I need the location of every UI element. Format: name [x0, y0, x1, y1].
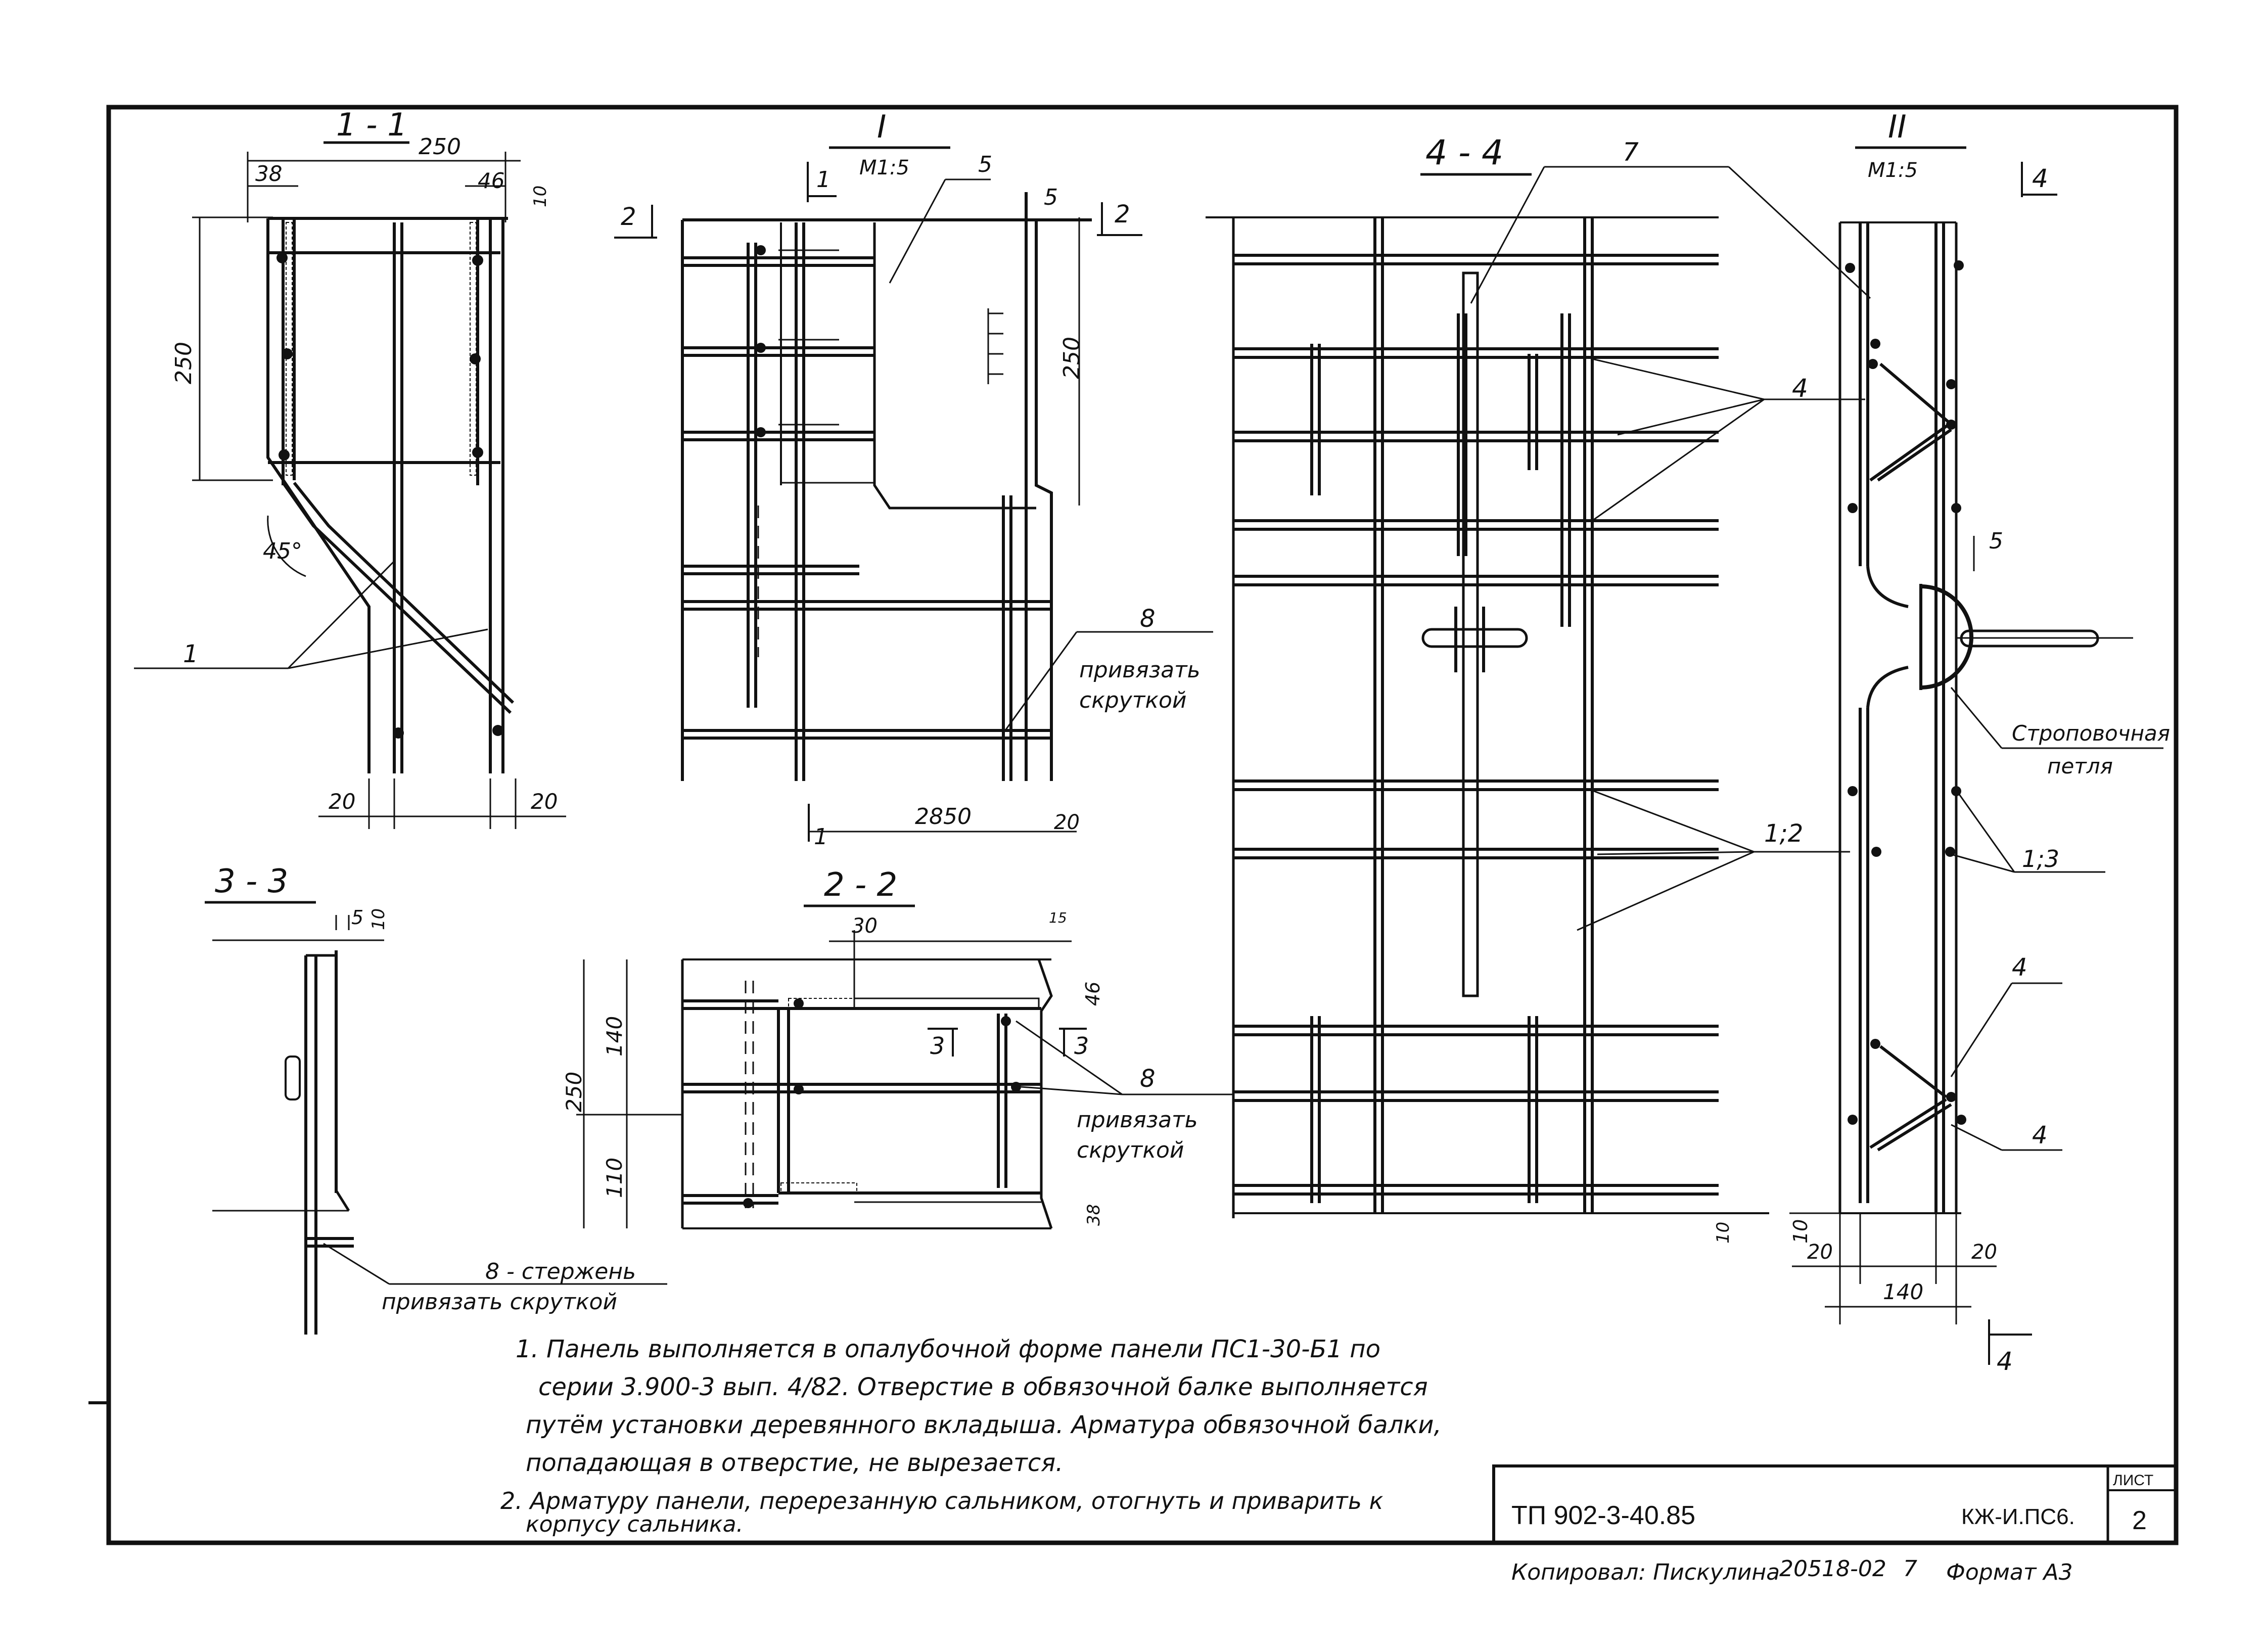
section-2-2-dim-250: 250	[562, 1072, 586, 1112]
detail-II-title: II	[1888, 108, 1907, 145]
footer-order: 20518-02	[1779, 1556, 1886, 1582]
section-4-4-callout-7: 7	[1623, 137, 1639, 167]
section-2-2: 2 - 2 3 3	[562, 866, 1733, 1244]
section-2-2-cut-3-left: 3	[930, 1032, 945, 1060]
note-line-3: путём установки деревянного вкладыша. Ар…	[526, 1411, 1442, 1439]
detail-II-loop-2: петля	[2047, 754, 2113, 778]
note-line-2: серии 3.900-3 вып. 4/82. Отверстие в обв…	[538, 1373, 1428, 1401]
detail-I-dim-height: 250	[1059, 337, 1085, 379]
section-1-1-callout-1: 1	[183, 640, 199, 668]
section-2-2-dim-38: 38	[1084, 1204, 1104, 1226]
footer-copied: Копировал: Пискулина	[1511, 1559, 1780, 1585]
detail-II-dim-10: 10	[1789, 1219, 1812, 1244]
title-block-sheet-label: ЛИСТ	[2113, 1472, 2153, 1489]
section-4-4-callout-1-2: 1;2	[1764, 819, 1803, 848]
detail-I-cut-2-right: 2	[1115, 200, 1130, 228]
section-1-1-dim-20-right: 20	[531, 789, 558, 814]
section-1-1: 1 - 1 250 38 46 10 250	[134, 106, 566, 829]
section-2-2-note-1: привязать	[1077, 1107, 1198, 1133]
section-3-3-title: 3 - 3	[215, 863, 288, 900]
detail-I-cut-1-bottom: 1	[814, 824, 828, 850]
detail-II-cut-4-top: 4	[2032, 164, 2048, 193]
detail-I-note-2: скруткой	[1079, 687, 1186, 713]
detail-I: I M1:5 1 2 2	[614, 108, 1213, 850]
detail-II-callout-4a: 4	[2012, 953, 2027, 982]
section-1-1-dim-top: 250	[419, 134, 461, 160]
section-4-4-callout-4: 4	[1792, 374, 1808, 403]
detail-I-callout-8: 8	[1140, 605, 1156, 633]
sheet-frame	[106, 105, 2179, 1545]
detail-I-dim-20: 20	[1054, 811, 1080, 834]
note-line-5: 2. Арматуру панели, перерезанную сальник…	[500, 1487, 1383, 1515]
section-2-2-dim-15: 15	[1049, 909, 1067, 926]
section-3-3-dim-5: 5	[351, 906, 363, 929]
section-2-2-note-2: скруткой	[1077, 1137, 1184, 1163]
footer-format: Формат А3	[1946, 1559, 2073, 1585]
section-3-3-bar-2: привязать скруткой	[382, 1289, 617, 1315]
section-2-2-title: 2 - 2	[824, 866, 897, 904]
section-1-1-dim-20-left: 20	[329, 789, 355, 814]
detail-II-scale: M1:5	[1868, 159, 1918, 182]
section-3-3-bar-1: 8 - стержень	[485, 1259, 636, 1284]
section-2-2-dim-140: 140	[602, 1016, 627, 1057]
section-3-3-dim-10: 10	[368, 908, 389, 930]
title-block-sheet: 2	[2132, 1506, 2147, 1535]
detail-I-dim-width: 2850	[915, 804, 972, 830]
detail-II-cut-4-bottom: 4	[1997, 1347, 2013, 1376]
section-2-2-dim-10: 10	[1713, 1222, 1733, 1244]
section-4-4: 4 - 4	[1206, 133, 1871, 1218]
section-1-1-dim-38: 38	[255, 161, 282, 186]
detail-II: II M1:5 4	[1789, 108, 2170, 1376]
footer-num: 7	[1903, 1556, 1917, 1582]
title-block: ТП 902-3-40.85 КЖ-И.ПС6. ЛИСТ 2	[1492, 1464, 2178, 1544]
section-1-1-dim-46: 46	[478, 168, 504, 193]
detail-II-callout-1-3: 1;3	[2022, 845, 2059, 873]
section-2-2-dim-30: 30	[852, 914, 878, 938]
section-2-2-dim-46: 46	[1082, 982, 1104, 1006]
detail-II-callout-4b: 4	[2032, 1121, 2048, 1150]
detail-II-dim-5: 5	[1989, 528, 2003, 554]
title-block-part: КЖ-И.ПС6.	[1961, 1504, 2075, 1529]
detail-II-loop-1: Строповочная	[2012, 721, 2170, 746]
section-3-3: 3 - 3 5 10 8 - стержень привязать скрутк…	[205, 863, 667, 1335]
section-2-2-cut-3-right: 3	[1074, 1032, 1089, 1060]
detail-I-dim-5: 5	[1044, 185, 1058, 210]
section-2-2-dim-110: 110	[602, 1158, 627, 1198]
copy-footer: Копировал: Пискулина 20518-02 7 Формат А…	[1511, 1556, 2073, 1585]
note-line-4: попадающая в отверстие, не вырезается.	[526, 1449, 1063, 1477]
detail-II-dim-20a: 20	[1807, 1241, 1833, 1264]
detail-I-note-1: привязать	[1079, 657, 1201, 683]
note-line-6: корпусу сальника.	[526, 1511, 744, 1537]
note-line-1: 1. Панель выполняется в опалубочной форм…	[516, 1335, 1380, 1363]
detail-I-scale: M1:5	[859, 156, 909, 179]
section-4-4-title: 4 - 4	[1425, 133, 1503, 173]
detail-I-cut-1: 1	[816, 167, 831, 193]
section-2-2-callout-8: 8	[1140, 1065, 1156, 1093]
title-block-code: ТП 902-3-40.85	[1511, 1501, 1695, 1530]
section-1-1-angle: 45°	[263, 538, 302, 564]
general-notes: 1. Панель выполняется в опалубочной форм…	[500, 1335, 1442, 1537]
detail-II-dim-140: 140	[1883, 1279, 1923, 1304]
detail-II-dim-20b: 20	[1971, 1241, 1997, 1264]
section-1-1-dim-height: 250	[171, 342, 197, 384]
detail-I-leader-5: 5	[978, 152, 992, 177]
section-1-1-title: 1 - 1	[336, 106, 407, 143]
detail-I-title: I	[877, 108, 886, 145]
section-1-1-dim-10: 10	[530, 186, 550, 207]
detail-I-cut-2-left: 2	[621, 203, 636, 231]
